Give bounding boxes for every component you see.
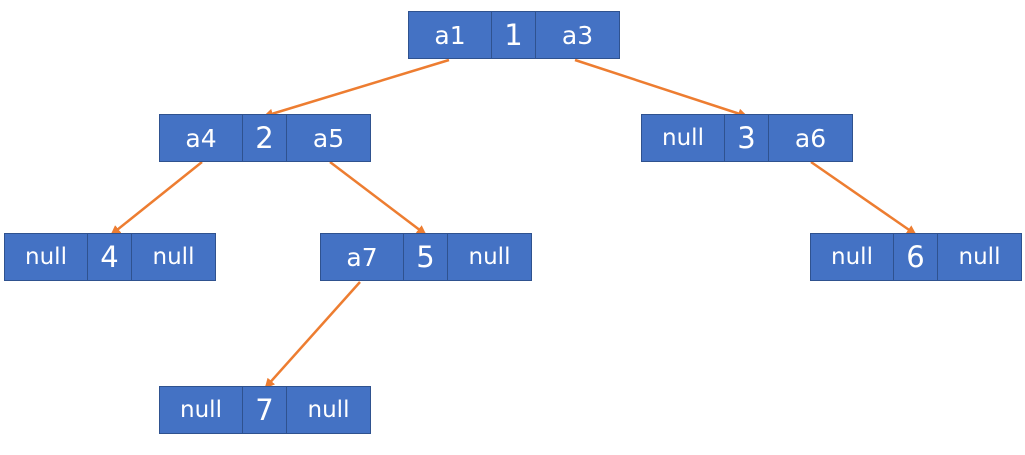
right-pointer-cell: null (287, 387, 370, 433)
edge-n2-left-to-n4 (110, 161, 203, 236)
right-pointer-cell: null (938, 234, 1021, 280)
value-cell: 2 (243, 115, 287, 161)
tree-node-4: null 4 null (4, 233, 216, 281)
left-pointer-cell: null (642, 115, 725, 161)
tree-node-5: a7 5 null (320, 233, 532, 281)
right-pointer-cell: a5 (287, 115, 370, 161)
left-pointer-cell: a1 (409, 12, 492, 58)
edge-n1-left-to-n2 (263, 58, 450, 119)
value-cell: 5 (404, 234, 448, 280)
right-pointer-cell: null (132, 234, 215, 280)
tree-node-7: null 7 null (159, 386, 371, 434)
left-pointer-cell: null (5, 234, 88, 280)
tree-node-2: a4 2 a5 (159, 114, 371, 162)
tree-node-3: null 3 a6 (641, 114, 853, 162)
value-cell: 4 (88, 234, 132, 280)
edge-n3-right-to-n6 (810, 160, 917, 236)
edge-n2-right-to-n5 (329, 161, 427, 236)
right-pointer-cell: a3 (536, 12, 619, 58)
left-pointer-cell: a7 (321, 234, 404, 280)
value-cell: 6 (894, 234, 938, 280)
left-pointer-cell: null (811, 234, 894, 280)
tree-node-1: a1 1 a3 (408, 11, 620, 59)
value-cell: 1 (492, 12, 536, 58)
edge-n1-right-to-n3 (574, 58, 748, 119)
right-pointer-cell: a6 (769, 115, 852, 161)
tree-node-6: null 6 null (810, 233, 1022, 281)
edge-n5-left-to-n7 (264, 281, 361, 389)
value-cell: 7 (243, 387, 287, 433)
right-pointer-cell: null (448, 234, 531, 280)
left-pointer-cell: null (160, 387, 243, 433)
value-cell: 3 (725, 115, 769, 161)
left-pointer-cell: a4 (160, 115, 243, 161)
